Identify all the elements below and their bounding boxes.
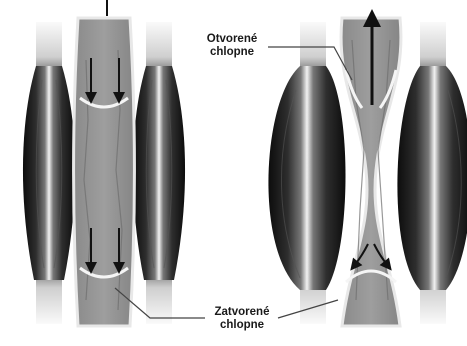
closed-valves-label-line1: Zatvorené [204, 306, 280, 319]
left-muscle-relaxed [23, 22, 75, 324]
relaxed-panel [23, 0, 185, 330]
vein-relaxed [74, 0, 135, 330]
vein-compressed [336, 14, 406, 330]
open-valves-label: Otvorené chlopne [196, 33, 268, 59]
closed-valves-label: Zatvorené chlopne [204, 306, 280, 332]
contracted-panel [268, 14, 467, 330]
open-valves-label-line2: chlopne [196, 46, 268, 59]
right-muscle-contracted [397, 22, 467, 324]
closed-valves-label-line2: chlopne [204, 319, 280, 332]
left-muscle-contracted [268, 22, 345, 324]
right-muscle-relaxed [133, 22, 185, 324]
open-valves-label-line1: Otvorené [196, 33, 268, 46]
